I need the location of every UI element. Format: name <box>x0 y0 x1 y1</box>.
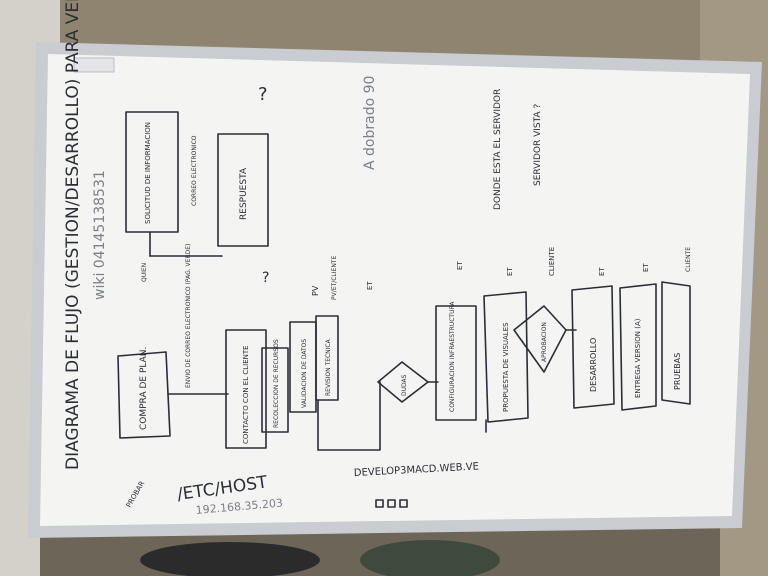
question-mark-1: ? <box>258 84 268 105</box>
magnet-icons <box>375 499 408 508</box>
edge-dudas-loop <box>317 381 381 451</box>
note-donde: DONDE ESTA EL SERVIDOR <box>493 89 503 210</box>
node-solicitud <box>125 111 179 233</box>
node-respuesta-label: RESPUESTA <box>239 167 249 220</box>
edge-label-correo: CORREO ELECTRONICO <box>191 135 198 206</box>
node-recoleccion <box>261 347 289 433</box>
magnet-icon <box>399 499 408 508</box>
node-compra <box>117 351 171 439</box>
note-pv-cliente: PV/ET/CLIENTE <box>331 256 338 300</box>
node-propuesta-label: PROPUESTA DE VISUALES <box>502 322 510 412</box>
note-pv: PV <box>311 285 320 296</box>
board-subtitle: wiki 04145138531 <box>92 170 108 300</box>
note-cliente-2: CLIENTE <box>685 247 692 272</box>
node-compra-label: COMPRA DE PLAN. <box>139 347 149 430</box>
node-validacion-label: VALIDACION DE DATOS <box>301 339 308 408</box>
node-desarrollo-label: DESARROLLO <box>589 338 598 392</box>
chair-object <box>360 540 500 576</box>
node-desarrollo <box>571 285 615 409</box>
node-pruebas <box>661 281 691 405</box>
magnet-icon <box>387 499 396 508</box>
node-aprobacion-label: APROBACION <box>541 322 548 362</box>
node-pruebas-label: PRUEBAS <box>673 353 682 390</box>
node-entrega-label: ENTREGA VERSION (A) <box>634 318 642 398</box>
question-mark-2: ? <box>262 270 269 286</box>
node-contacto <box>225 329 267 449</box>
node-dudas-label: DUDAS <box>401 374 408 396</box>
node-configuracion-label: CONFIGURACION INFRAESTRUCTURA <box>449 301 456 412</box>
note-et-3: ET <box>506 267 514 276</box>
note-servidor: SERVIDOR VISTA ? <box>533 104 543 186</box>
node-configuracion <box>435 305 477 421</box>
node-revision-label: REVISION TECNICA <box>325 338 332 396</box>
note-et-5: ET <box>642 263 650 272</box>
note-et-2: ET <box>456 261 464 270</box>
node-contacto-label: CONTACTO CON EL CLIENTE <box>242 345 250 444</box>
node-revision <box>315 315 339 401</box>
note-quien: QUIEN <box>141 263 148 282</box>
bag-object <box>140 542 320 576</box>
node-solicitud-label: SOLICITUD DE INFORMACION <box>144 122 152 224</box>
node-entrega <box>619 283 657 411</box>
note-et-1: ET <box>366 281 374 290</box>
note-faded: A dobrado 90 <box>362 76 378 170</box>
node-respuesta <box>217 133 269 247</box>
board-title: DIAGRAMA DE FLUJO (GESTION/DESARROLLO) P… <box>63 0 83 470</box>
note-et-4: ET <box>598 267 606 276</box>
node-recoleccion-label: RECOLECCION DE RECURSOS <box>273 339 280 428</box>
edge-label-envio: ENVIO DE CORREO ELECTRONICO (PAG. VERDE) <box>185 244 192 388</box>
brand-label <box>73 57 115 73</box>
magnet-icon <box>375 499 384 508</box>
note-cliente-1: CLIENTE <box>548 247 556 276</box>
node-propuesta <box>483 291 529 423</box>
